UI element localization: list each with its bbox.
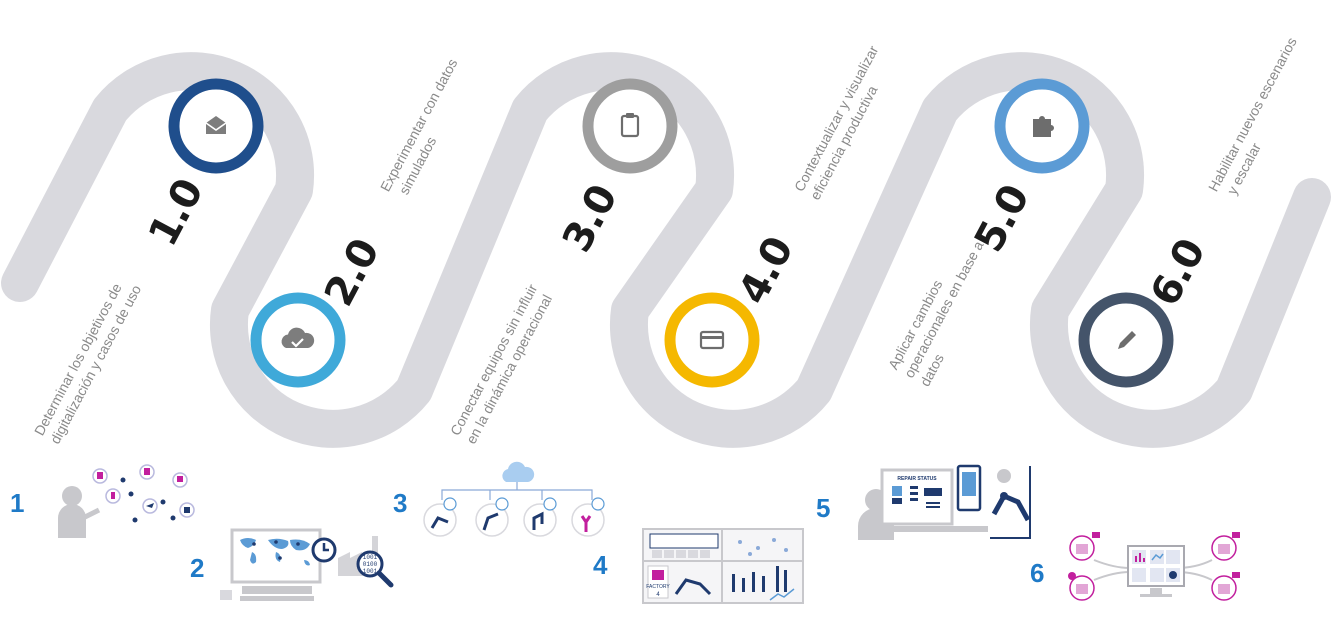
puzzle-icon bbox=[1033, 116, 1054, 137]
person-icon bbox=[58, 486, 101, 538]
map-pins-icon bbox=[738, 538, 788, 556]
svg-text:1001: 1001 bbox=[363, 568, 378, 575]
milestone-ring-3 bbox=[582, 78, 678, 174]
svg-text:4: 4 bbox=[656, 592, 660, 598]
step-number-4: 4 bbox=[593, 550, 608, 580]
step-number-1: 1 bbox=[10, 488, 25, 518]
cloud-icon bbox=[502, 461, 535, 482]
envelope-open-icon bbox=[205, 116, 227, 134]
step-number-6: 6 bbox=[1030, 558, 1045, 588]
step-number-2: 2 bbox=[190, 553, 205, 583]
illustration-repair-status: REPAIR STATUS bbox=[858, 464, 1031, 540]
location-pin-icon bbox=[92, 464, 195, 523]
illustration-connected-factories bbox=[1068, 532, 1240, 601]
clock-icon bbox=[311, 537, 337, 563]
svg-text:FACTORY: FACTORY bbox=[646, 584, 670, 590]
step-number-5: 5 bbox=[816, 493, 831, 523]
magnifier-icon: 1001 0100 1001 bbox=[356, 550, 394, 588]
factory-card-icon: FACTORY 4 bbox=[646, 565, 670, 599]
robot-arm-icon bbox=[423, 503, 605, 537]
pencil-icon bbox=[1118, 331, 1136, 349]
illustration-person-pins bbox=[58, 464, 195, 538]
clipboard-icon bbox=[620, 113, 640, 138]
factory-node-icon bbox=[1068, 532, 1240, 601]
machine-panel-icon bbox=[649, 533, 719, 558]
illustration-cloud-robots bbox=[423, 461, 605, 537]
credit-card-icon bbox=[699, 330, 725, 350]
milestone-ring-4 bbox=[664, 292, 760, 388]
step-number-3: 3 bbox=[393, 488, 408, 518]
svg-text:REPAIR STATUS: REPAIR STATUS bbox=[897, 476, 937, 482]
milestone-ring-6 bbox=[1078, 292, 1174, 388]
illustration-monitor-map: 1001 0100 1001 bbox=[220, 528, 394, 601]
repair-screen bbox=[880, 468, 954, 526]
cloud-check-icon bbox=[281, 327, 315, 348]
milestone-ring-2 bbox=[250, 292, 346, 388]
svg-text:1001: 1001 bbox=[363, 554, 378, 561]
milestone-ring-5 bbox=[994, 78, 1090, 174]
illustration-dashboard: FACTORY 4 bbox=[642, 528, 804, 604]
robot-arm-icon bbox=[990, 466, 1031, 539]
svg-text:0100: 0100 bbox=[363, 561, 378, 568]
road-path bbox=[1, 52, 1331, 448]
wifi-icon bbox=[443, 497, 605, 511]
milestone-ring-1 bbox=[168, 78, 264, 174]
bar-gauges-icon bbox=[732, 566, 787, 592]
